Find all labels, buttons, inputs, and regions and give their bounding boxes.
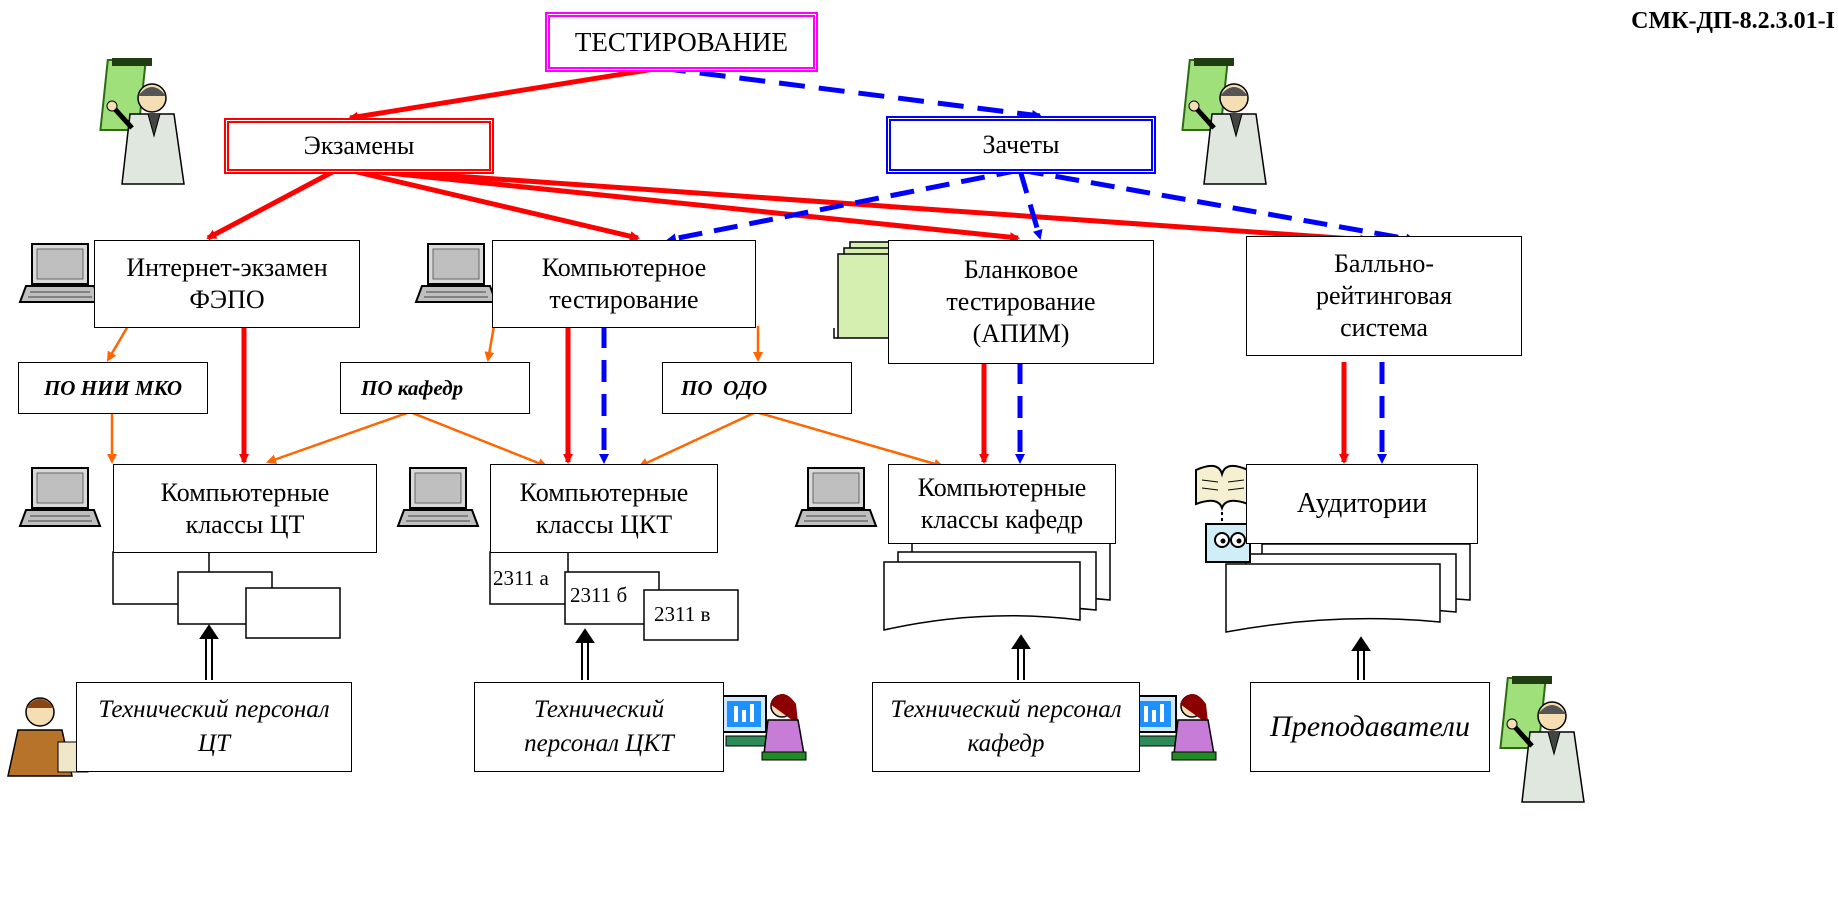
staff-line: кафедр [967,730,1045,757]
staff-ckt: Технический персонал ЦКТ [474,682,724,772]
document-code: СМК-ДП-8.2.3.01-I [1631,8,1835,34]
software-nii-mko: ПО НИИ МКО [18,362,208,414]
staff-line: персонал ЦКТ [524,730,674,757]
laptop-icon [19,467,101,527]
classes-line: Компьютерные [917,473,1087,502]
book-icon [1195,464,1251,563]
laptop-icon [795,467,877,527]
arrows-software [106,325,944,469]
classes-line: классы кафедр [920,505,1084,534]
laptop-icon [397,467,479,527]
method-line: Компьютерное [541,253,707,282]
classes-line: Компьютерные [519,477,689,507]
arrows-to-classes [239,326,1387,464]
classes-line: классы ЦКТ [535,509,673,539]
classes-auditoriums: Аудитории [1246,464,1478,544]
classes-line: Компьютерные [160,477,330,507]
staff-ct: Технический персонал ЦТ [76,682,352,772]
method-line: Бланковое [963,255,1079,284]
laptop-icon [19,243,101,303]
method-rating-system: Балльно- рейтинговая система [1246,236,1522,356]
software-departments: ПО кафедр [340,362,530,414]
root-node: ТЕСТИРОВАНИЕ [545,12,818,72]
arrows-credits [666,167,1416,244]
exams-node: Экзамены [224,118,494,174]
credits-label: Зачеты [982,130,1060,159]
staff-line: Технический персонал [98,696,330,723]
software-odo: ПО ОДО [662,362,852,414]
room-label: 2311 в [654,602,711,626]
staff-departments: Технический персонал кафедр [872,682,1140,772]
arrows-exams [206,165,1370,245]
method-internet-exam: Интернет-экзамен ФЭПО [94,240,360,328]
operator-icon [1131,693,1217,761]
method-computer-testing: Компьютерное тестирование [492,240,756,328]
laptop-icon [415,243,497,303]
method-line: Балльно- [1333,249,1435,278]
operator-icon [7,697,89,777]
staff-line: ЦТ [198,730,230,757]
operator-icon [721,693,807,761]
method-blank-testing: Бланковое тестирование (АПИМ) [888,240,1154,364]
method-line: (АПИМ) [972,319,1070,348]
staff-teachers: Преподаватели [1250,682,1490,772]
classes-ckt: Компьютерные классы ЦКТ [490,464,718,553]
classes-line: классы ЦТ [185,509,305,539]
exams-label: Экзамены [303,131,415,160]
arrows-root [348,65,1042,122]
method-line: рейтинговая [1315,281,1453,310]
software-label: ПО ОДО [681,375,768,400]
teacher-icon [1182,58,1266,184]
staff-line: Технический персонал [890,696,1122,723]
aud-pages [1225,543,1471,633]
room-label: 2311 а [493,566,549,590]
teacher-icon [100,58,184,184]
method-line: система [1340,313,1428,342]
arrows-staff [199,624,1371,680]
classes-line: Аудитории [1296,488,1428,519]
room-label: 2311 б [570,583,628,608]
software-label: ПО кафедр [361,375,464,400]
kaf-pages [883,541,1111,631]
method-line: ФЭПО [189,285,265,314]
ct-rooms [112,551,341,639]
root-label: ТЕСТИРОВАНИЕ [574,26,789,57]
staff-line: Преподаватели [1270,710,1470,743]
method-line: тестирование [549,285,699,314]
software-label: ПО НИИ МКО [43,375,183,400]
classes-departments: Компьютерные классы кафедр [888,464,1116,544]
method-line: Интернет-экзамен [126,253,328,282]
teacher-icon [1500,676,1584,802]
method-line: тестирование [946,287,1096,316]
staff-line: Технический [533,696,665,723]
classes-ct: Компьютерные классы ЦТ [113,464,377,553]
credits-node: Зачеты [886,116,1156,174]
